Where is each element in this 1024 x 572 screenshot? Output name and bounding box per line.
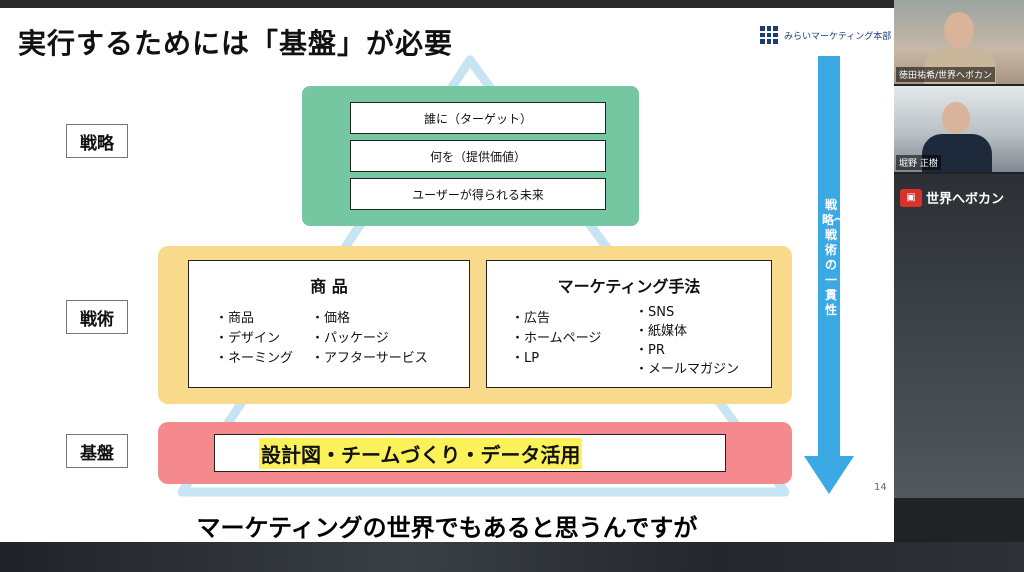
logo-text: みらいマーケティング本部	[784, 31, 892, 42]
speech-bubble-icon: ▣	[900, 188, 922, 207]
presentation-slide: 実行するためには「基盤」が必要 みらいマーケティング本部 戦略 戦術 基盤 誰に…	[0, 8, 894, 542]
row-label-foundation: 基盤	[66, 434, 128, 468]
arrow-label: 戦略〜戦術の一貫性	[822, 198, 847, 317]
participant-video-3[interactable]: ▣ 世界へボカン	[894, 174, 1024, 498]
list-item: ・ネーミング	[215, 351, 294, 366]
participant-face	[942, 102, 970, 134]
company-logo: みらいマーケティング本部	[760, 26, 891, 44]
consistency-arrow-head	[804, 456, 854, 494]
participant-name-1: 徳田祐希/世界へボカン	[896, 67, 996, 82]
marketing-col-1: ・広告 ・ホームページ ・LP	[511, 309, 601, 369]
brand-name: 世界へボカン	[926, 192, 1005, 207]
strategy-block: 誰に（ターゲット） 何を（提供価値） ユーザーが得られる未来	[302, 86, 639, 226]
marketing-box: マーケティング手法 ・広告 ・ホームページ ・LP ・SNS ・紙媒体 ・PR …	[486, 260, 772, 388]
foundation-text: 設計図・チームづくり・データ活用	[259, 437, 583, 469]
product-box: 商 品 ・商品 ・デザイン ・ネーミング ・価格 ・パッケージ ・アフターサービ…	[188, 260, 470, 388]
list-item: ・メールマガジン	[635, 362, 740, 377]
list-item: ・パッケージ	[311, 331, 389, 346]
marketing-title: マーケティング手法	[557, 277, 701, 296]
tactics-block: 商 品 ・商品 ・デザイン ・ネーミング ・価格 ・パッケージ ・アフターサービ…	[158, 246, 792, 404]
participant-video-2[interactable]: 堀野 正樹	[894, 86, 1024, 172]
participant-face	[944, 12, 974, 48]
marketing-col-2: ・SNS ・紙媒体 ・PR ・メールマガジン	[635, 303, 739, 379]
list-item: ・商品	[215, 311, 255, 326]
logo-grid-icon	[760, 26, 778, 44]
list-item: ・広告	[511, 311, 551, 326]
list-item: ・SNS	[635, 305, 675, 320]
list-item: ・アフターサービス	[311, 351, 428, 366]
strategy-item-value: 何を（提供価値）	[350, 140, 606, 172]
row-label-strategy: 戦略	[66, 124, 128, 158]
row-label-tactics: 戦術	[66, 300, 128, 334]
page-number: 14	[874, 482, 887, 493]
brand-logo: ▣ 世界へボカン	[900, 188, 1004, 207]
consistency-arrow-shaft	[818, 56, 840, 456]
list-item: ・ホームページ	[511, 331, 602, 346]
slide-title: 実行するためには「基盤」が必要	[18, 27, 454, 60]
list-item: ・価格	[311, 311, 351, 326]
list-item: ・紙媒体	[635, 324, 688, 339]
foundation-block: 設計図・チームづくり・データ活用	[158, 422, 792, 484]
strategy-item-target: 誰に（ターゲット）	[350, 102, 606, 134]
participant-name-2: 堀野 正樹	[896, 155, 941, 170]
product-col-1: ・商品 ・デザイン ・ネーミング	[215, 309, 293, 369]
list-item: ・LP	[511, 351, 540, 366]
list-item: ・PR	[635, 343, 665, 358]
product-title: 商 品	[310, 277, 348, 296]
foundation-inner: 設計図・チームづくり・データ活用	[214, 434, 726, 472]
caption-subtitle: マーケティングの世界でもあると思うんですが	[196, 514, 698, 542]
strategy-item-future: ユーザーが得られる未来	[350, 178, 606, 210]
list-item: ・デザイン	[215, 331, 281, 346]
participant-video-1[interactable]: 徳田祐希/世界へボカン	[894, 0, 1024, 84]
bottom-bar	[0, 542, 1024, 572]
product-col-2: ・価格 ・パッケージ ・アフターサービス	[311, 309, 428, 369]
top-bar	[0, 0, 1024, 8]
